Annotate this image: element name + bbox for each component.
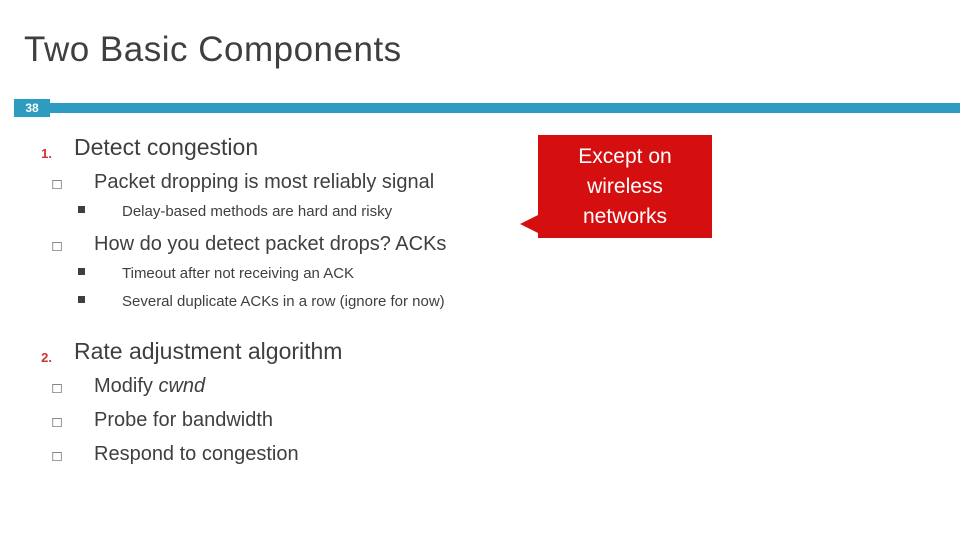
slide-body: 1. Detect congestion □ Packet dropping i… xyxy=(0,118,960,468)
list-marker-number: 1. xyxy=(41,146,52,161)
list-marker-square-hollow: □ xyxy=(52,448,62,465)
outline-item-1-2-2: Several duplicate ACKs in a row (ignore … xyxy=(76,290,960,314)
list-marker-square-filled xyxy=(76,268,86,278)
outline-item-2-2: □ Probe for bandwidth xyxy=(50,406,960,434)
callout-tail-icon xyxy=(520,212,544,236)
callout-line-1: Except on xyxy=(578,144,672,168)
outline-item-1-2-1-text: Timeout after not receiving an ACK xyxy=(122,265,355,282)
outline-item-2-1-text-pre: Modify xyxy=(94,375,159,397)
list-marker-square-filled xyxy=(76,206,86,216)
outline-item-1-2-1: Timeout after not receiving an ACK xyxy=(76,262,960,286)
header-divider xyxy=(50,103,960,113)
outline-item-2-3: □ Respond to congestion xyxy=(50,440,960,468)
slide-number-badge: 38 xyxy=(14,99,50,117)
outline-item-2: 2. Rate adjustment algorithm xyxy=(22,336,960,366)
list-marker-square-hollow: □ xyxy=(52,238,62,255)
outline-item-1-1-1-text: Delay-based methods are hard and risky xyxy=(122,203,393,220)
outline-item-2-text: Rate adjustment algorithm xyxy=(74,338,343,364)
list-marker-square-hollow: □ xyxy=(52,414,62,431)
callout-line-2: wireless xyxy=(587,174,663,198)
outline-item-2-3-text: Respond to congestion xyxy=(94,443,299,465)
page-title: Two Basic Components xyxy=(24,30,402,69)
outline-item-1-2-2-text: Several duplicate ACKs in a row (ignore … xyxy=(122,293,445,310)
outline-item-1-1-text: Packet dropping is most reliably signal xyxy=(94,171,435,193)
outline-item-2-2-text: Probe for bandwidth xyxy=(94,409,274,431)
outline-item-1-2: □ How do you detect packet drops? ACKs xyxy=(50,230,960,258)
callout-box: Except on wireless networks xyxy=(538,135,712,238)
outline-item-2-1: □ Modify cwnd xyxy=(50,372,960,400)
outline-item-1-2-text: How do you detect packet drops? ACKs xyxy=(94,233,447,255)
outline-item-1: 1. Detect congestion xyxy=(22,132,960,162)
outline-item-2-1-text-emphasis: cwnd xyxy=(158,375,206,397)
list-marker-square-filled xyxy=(76,296,86,306)
list-marker-square-hollow: □ xyxy=(52,380,62,397)
outline-item-1-text: Detect congestion xyxy=(74,134,259,160)
list-marker-square-hollow: □ xyxy=(52,176,62,193)
list-marker-number: 2. xyxy=(41,350,52,365)
outline-item-1-1-1: Delay-based methods are hard and risky xyxy=(76,200,960,224)
outline-item-1-1: □ Packet dropping is most reliably signa… xyxy=(50,168,960,196)
callout-line-3: networks xyxy=(582,204,668,228)
